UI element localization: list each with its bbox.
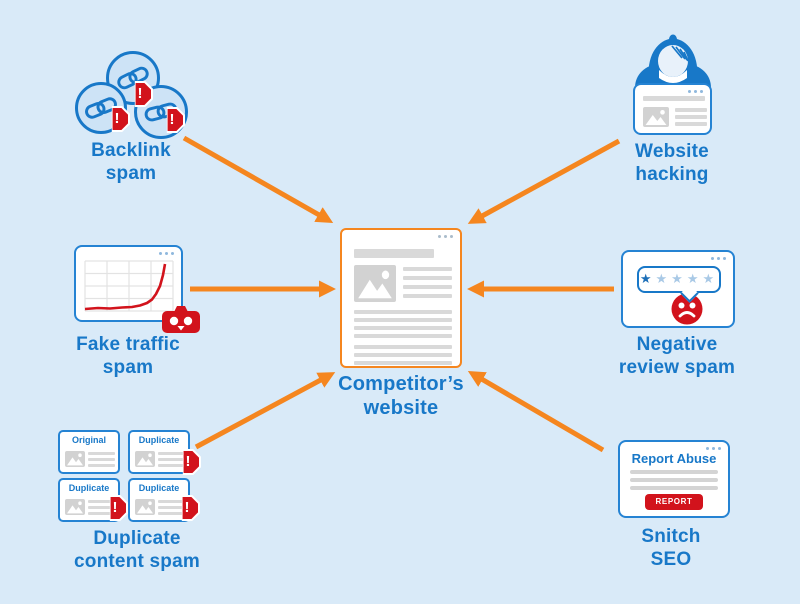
image-placeholder — [135, 451, 155, 467]
window-controls — [703, 446, 721, 450]
bot-icon — [162, 306, 200, 333]
content-card-duplicate: Duplicate — [58, 478, 120, 522]
review-window: ★★★★★ — [621, 250, 735, 328]
mountain-icon — [137, 453, 153, 466]
backlink-spam-label: Backlink spam — [91, 140, 171, 184]
star-icon: ★ — [686, 271, 703, 286]
snitch-seo-label: Snitch SEO — [641, 526, 701, 570]
alert-glyph: ! — [110, 497, 126, 519]
star-icon: ★ — [639, 271, 656, 286]
mountain-icon — [358, 270, 392, 299]
hacked-website-window — [633, 83, 712, 135]
report-abuse-window: Report Abuse REPORT — [618, 440, 730, 518]
alert-octagon-icon: ! — [182, 449, 201, 475]
mountain-icon — [67, 501, 83, 514]
alert-octagon-icon: ! — [109, 495, 128, 521]
competitors-website-label: Competitor’s website — [338, 373, 464, 419]
traffic-chart-window — [74, 245, 183, 322]
card-title: Duplicate — [138, 435, 180, 445]
card-title: Duplicate — [68, 483, 110, 493]
content-card-duplicate: Duplicate — [128, 478, 190, 522]
content-card-original: Original — [58, 430, 120, 474]
report-button: REPORT — [645, 494, 703, 510]
alert-glyph: ! — [167, 109, 183, 131]
star-icon: ★ — [702, 271, 719, 286]
image-placeholder — [135, 499, 155, 515]
window-controls — [156, 251, 174, 255]
alert-glyph: ! — [182, 497, 198, 519]
content-card-duplicate: Duplicate — [128, 430, 190, 474]
star-rating: ★★★★★ — [639, 268, 719, 289]
alert-octagon-icon: ! — [181, 495, 200, 521]
traffic-spike-line — [84, 263, 167, 311]
image-placeholder — [65, 451, 85, 467]
traffic-chart — [84, 260, 174, 312]
star-icon: ★ — [671, 271, 687, 286]
fake-traffic-spam-label: Fake traffic spam — [76, 334, 180, 378]
mountain-icon — [67, 453, 83, 466]
arrow-snitch-to-website — [467, 370, 605, 453]
alert-octagon-icon: ! — [111, 106, 130, 132]
arrow-hacking-to-website — [467, 138, 621, 224]
review-bubble: ★★★★★ — [637, 266, 721, 293]
card-title: Duplicate — [138, 483, 180, 493]
competitor-website-window — [340, 228, 462, 368]
hacker-icon — [635, 34, 711, 88]
window-controls — [685, 89, 703, 93]
angry-face-icon — [671, 293, 703, 325]
image-placeholder — [354, 265, 396, 302]
star-icon: ★ — [655, 271, 672, 286]
alert-glyph: ! — [183, 451, 199, 473]
website-hacking-label: Website hacking — [635, 141, 709, 185]
card-title: Original — [71, 435, 106, 445]
alert-glyph: ! — [135, 83, 151, 105]
alert-octagon-icon: ! — [166, 107, 185, 133]
mountain-icon — [645, 110, 667, 125]
alert-octagon-icon: ! — [134, 81, 153, 107]
window-controls — [435, 234, 453, 238]
mountain-icon — [137, 501, 153, 514]
arrow-duplicate-to-website — [194, 372, 336, 450]
image-placeholder — [65, 499, 85, 515]
alert-glyph: ! — [112, 108, 128, 130]
image-placeholder — [643, 107, 669, 127]
duplicate-content-spam-label: Duplicate content spam — [74, 528, 200, 572]
window-controls — [708, 256, 726, 260]
report-abuse-heading: Report Abuse — [631, 451, 717, 466]
negative-review-spam-label: Negative review spam — [618, 334, 736, 378]
